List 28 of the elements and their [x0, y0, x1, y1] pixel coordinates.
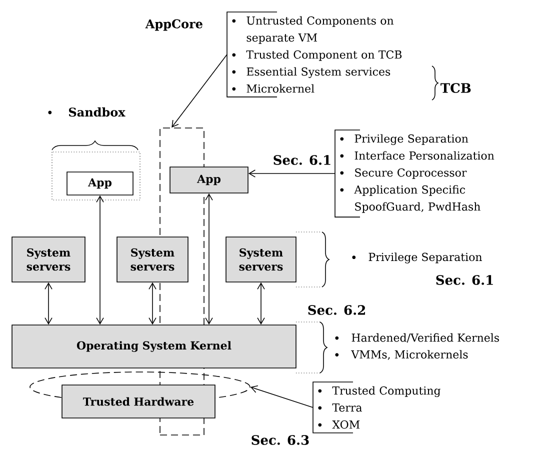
arrow [205, 193, 213, 325]
heading: AppCore [145, 19, 202, 31]
section-label: Sec. 6.3 [252, 435, 309, 445]
label-box: System servers [116, 236, 188, 282]
bullet-list: Untrusted Components on separate VM Trusted Component on TCB Essential System services Microkernel [232, 16, 402, 93]
label-box: App [170, 166, 248, 194]
arrow [250, 385, 314, 408]
arrow [248, 170, 336, 178]
label-box: System servers [226, 236, 296, 282]
bullet-text: Privilege Separation [352, 252, 482, 264]
label-box: App [66, 172, 134, 196]
section-label: Sec. 6.2 [308, 305, 365, 315]
bullet-text: Sandbox [48, 107, 126, 117]
arrow [257, 282, 265, 325]
bullet-list: Trusted Computing Terra XOM [318, 386, 440, 429]
bullet-list: Privilege Separation Interface Personalization Secure Coprocessor Application Specific SpoofGuard, PwdHash [340, 134, 494, 213]
label-box: Trusted Hardware [62, 384, 216, 418]
bullet-text: VMMs, Microkernels [335, 350, 468, 360]
section-label: Sec. 6.1 [436, 275, 493, 285]
section-label: TCB [440, 83, 471, 93]
label-box: System servers [12, 236, 86, 282]
arrow [148, 282, 156, 325]
arrow [44, 282, 52, 325]
arrow [172, 54, 228, 128]
arrow [96, 195, 104, 325]
bullet-text: Hardened/Verified Kernels [335, 333, 499, 343]
section-label: Sec. 6.1 [274, 155, 330, 165]
label-box: Operating System Kernel [12, 324, 296, 368]
